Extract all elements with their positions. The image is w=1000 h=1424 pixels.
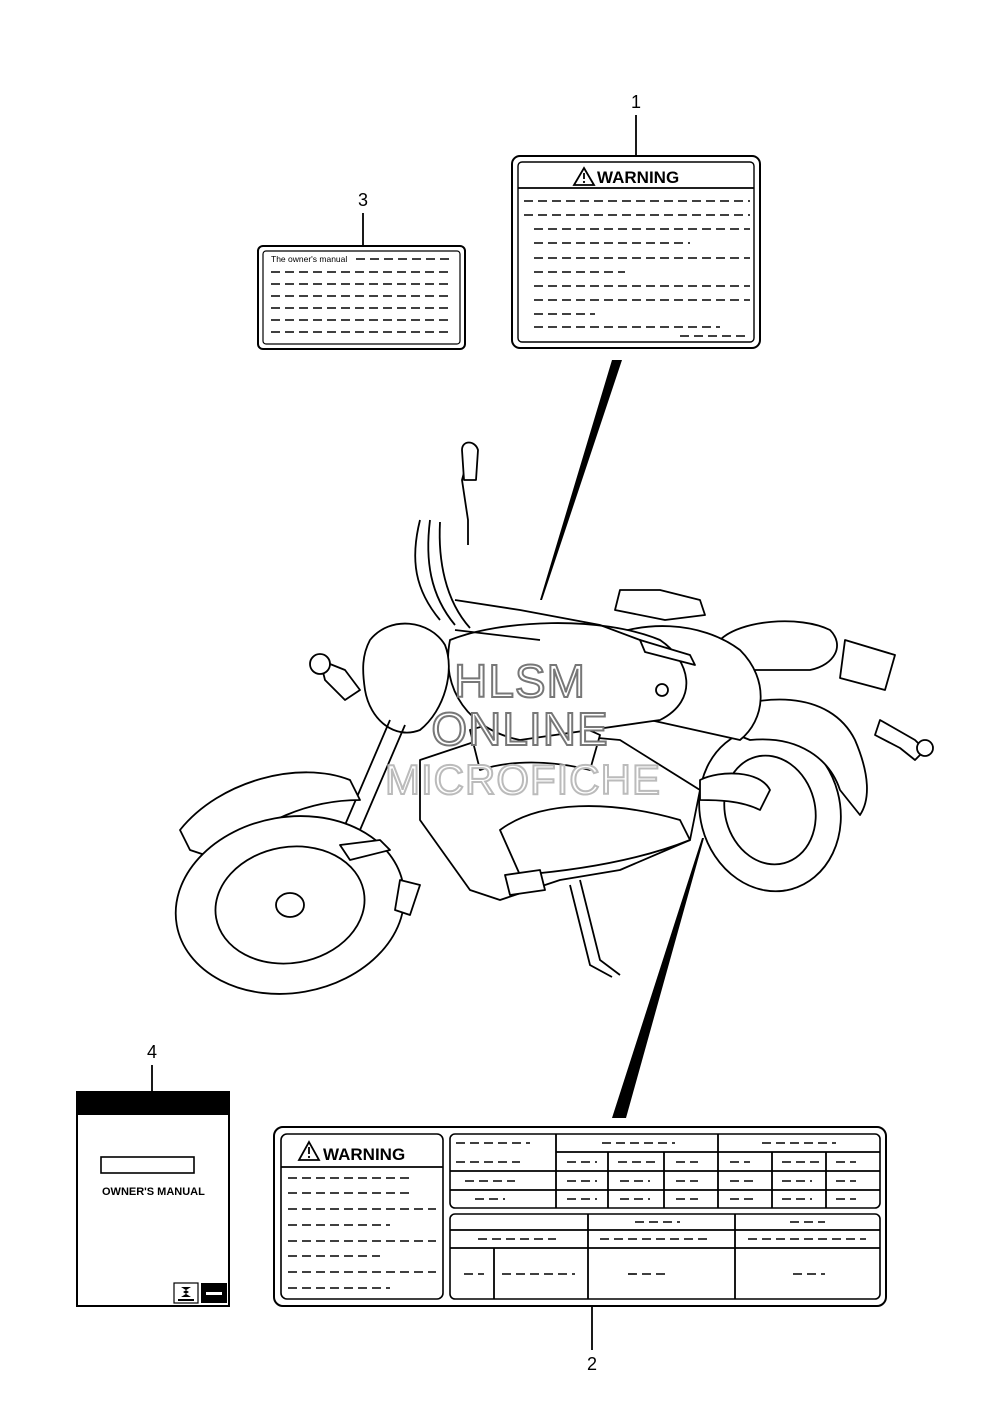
leader-lines	[540, 360, 704, 1118]
label-2-heading: WARNING	[323, 1145, 405, 1164]
book-4-title: OWNER'S MANUAL	[102, 1186, 205, 1198]
callout-4: 4	[147, 1042, 157, 1092]
label-3-heading: The owner's manual	[271, 254, 347, 264]
leader-wedge-2	[612, 838, 704, 1118]
callout-1: 1	[631, 92, 641, 155]
motorcycle-illustration	[174, 441, 934, 995]
warning-label-1: WARNING	[511, 155, 761, 349]
callout-number-4: 4	[147, 1042, 157, 1062]
callout-number-2: 2	[587, 1354, 597, 1374]
suzuki-logo-icon	[173, 1282, 199, 1304]
owners-manual-label-3: The owner's manual	[257, 245, 466, 350]
callout-2: 2	[587, 1306, 597, 1374]
watermark-line-3: MICROFICHE	[385, 756, 661, 803]
warning-table-label-2: WARNING	[273, 1126, 887, 1307]
owners-manual-book-4: OWNER'S MANUAL	[76, 1091, 230, 1307]
callout-number-3: 3	[358, 190, 368, 210]
watermark-line-2: ONLINE	[431, 703, 608, 755]
watermark: HLSM ONLINE MICROFICHE	[384, 654, 661, 804]
watermark-line-1: HLSM	[454, 655, 586, 707]
warning-triangle-icon	[572, 166, 596, 186]
leader-wedge-1	[540, 360, 622, 600]
callout-3: 3	[358, 190, 368, 246]
warning-triangle-icon	[297, 1140, 321, 1161]
callout-number-1: 1	[631, 92, 641, 112]
label-1-heading: WARNING	[597, 168, 679, 187]
